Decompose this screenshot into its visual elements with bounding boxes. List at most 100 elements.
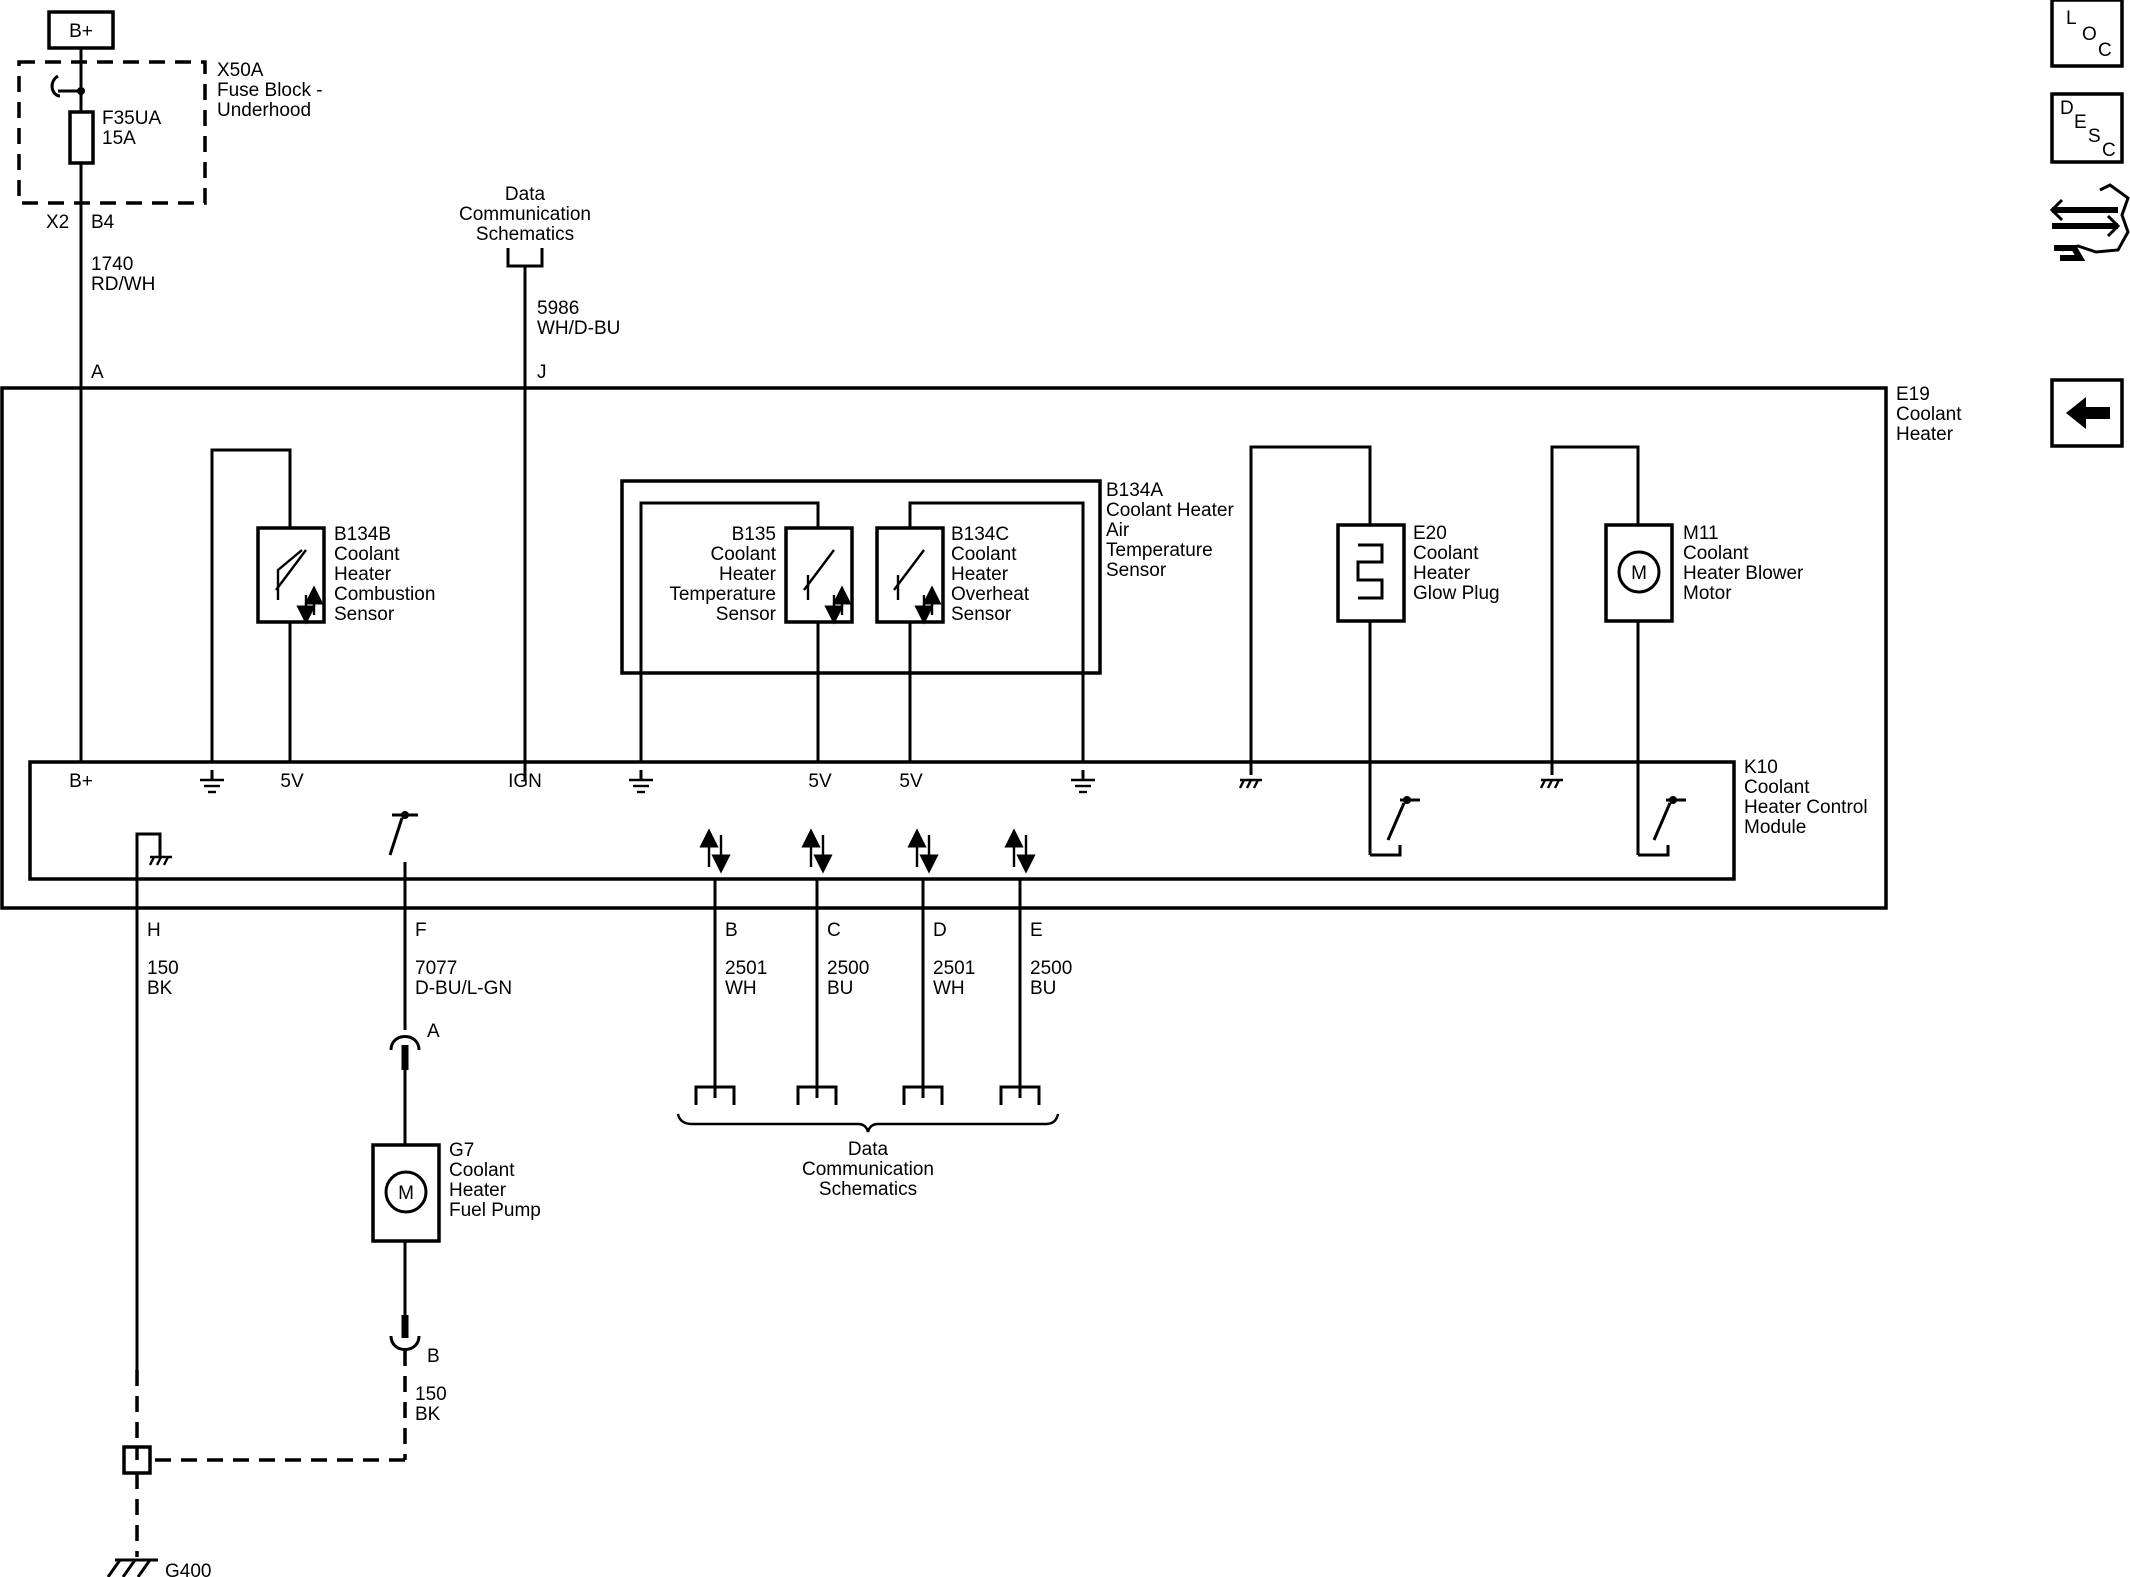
control-module-k10: K10 Coolant Heater Control Module B+ 5V … xyxy=(28,757,1868,908)
data-bus-arrows-icon xyxy=(699,828,1036,874)
ground-icon xyxy=(200,770,224,794)
svg-text:Motor: Motor xyxy=(1683,583,1732,604)
svg-text:Fuel Pump: Fuel Pump xyxy=(449,1200,541,1221)
overheat-sensor-b134c: B134C Coolant Heater Overheat Sensor xyxy=(875,501,1085,762)
svg-text:Sensor: Sensor xyxy=(951,604,1012,625)
blower-driver-switch-icon xyxy=(1638,796,1686,857)
data-communication-top: Data Communication Schematics xyxy=(459,184,591,780)
svg-text:Air: Air xyxy=(1106,520,1130,541)
pump-driver-switch-icon xyxy=(388,811,418,908)
chassis-ground-icon xyxy=(1539,778,1563,789)
svg-text:IGN: IGN xyxy=(508,771,542,792)
svg-text:M: M xyxy=(1631,563,1647,584)
pin-a-label: A xyxy=(91,362,104,383)
heater-line1: Coolant xyxy=(1896,404,1962,425)
desc-icon xyxy=(2050,92,2124,164)
svg-text:Coolant: Coolant xyxy=(711,544,777,565)
pin-j-label: J xyxy=(537,362,547,383)
temperature-sensor-b135: B135 Coolant Heater Temperature Sensor xyxy=(639,501,854,762)
loc-icon xyxy=(2050,0,2124,68)
back-button[interactable] xyxy=(2050,378,2124,448)
svg-text:150: 150 xyxy=(415,1384,447,1405)
fuse-block-name-2: Underhood xyxy=(217,100,311,121)
svg-text:2500: 2500 xyxy=(827,958,869,979)
fuse-block-name-1: Fuse Block - xyxy=(217,80,323,101)
ground-icon xyxy=(629,770,653,794)
svg-text:Heater: Heater xyxy=(1413,563,1471,584)
svg-text:B134C: B134C xyxy=(951,524,1009,545)
svg-text:BK: BK xyxy=(147,978,173,999)
pump-connector-a: A xyxy=(389,1021,440,1070)
svg-text:Coolant Heater: Coolant Heater xyxy=(1106,500,1234,521)
heater-ref: E19 xyxy=(1896,384,1930,405)
svg-text:E: E xyxy=(2074,112,2087,133)
combustion-sensor-b134b: B134B Coolant Heater Combustion Sensor xyxy=(210,448,435,762)
svg-text:O: O xyxy=(2082,24,2097,45)
glow-plug-icon xyxy=(1356,543,1384,600)
description-button[interactable]: D E S C xyxy=(2050,92,2124,164)
svg-text:B134B: B134B xyxy=(334,524,391,545)
chassis-ground-icon xyxy=(106,1558,158,1577)
heater-line2: Heater xyxy=(1896,424,1954,445)
svg-text:Sensor: Sensor xyxy=(1106,560,1167,581)
wire-1740-circuit: 1740 xyxy=(91,254,133,275)
svg-text:Temperature: Temperature xyxy=(669,584,776,605)
svg-text:C: C xyxy=(827,920,841,941)
svg-text:B134A: B134A xyxy=(1106,480,1163,501)
svg-text:5V: 5V xyxy=(899,771,923,792)
svg-text:M11: M11 xyxy=(1683,523,1719,544)
coolant-heater-e19 xyxy=(0,386,1888,910)
wire-1740-color: RD/WH xyxy=(91,274,155,295)
data-communication-bottom: Data Communication Schematics xyxy=(676,1085,1060,1200)
svg-text:F: F xyxy=(415,920,427,941)
battery-power-source: B+ xyxy=(47,10,115,50)
svg-text:Module: Module xyxy=(1744,817,1806,838)
svg-text:Temperature: Temperature xyxy=(1106,540,1213,561)
svg-text:D: D xyxy=(2060,98,2074,119)
svg-text:Coolant: Coolant xyxy=(1413,543,1479,564)
svg-text:Heater Blower: Heater Blower xyxy=(1683,563,1804,584)
fuse-pin: B4 xyxy=(91,212,115,233)
svg-text:Sensor: Sensor xyxy=(334,604,395,625)
svg-text:Data: Data xyxy=(848,1139,889,1160)
svg-text:WH: WH xyxy=(933,978,965,999)
location-button[interactable]: L O C xyxy=(2050,0,2124,68)
motor-icon xyxy=(1617,550,1661,594)
svg-text:D-BU/L-GN: D-BU/L-GN xyxy=(415,978,512,999)
glow-plug-e20: E20 Coolant Heater Glow Plug xyxy=(1249,445,1500,855)
fuse-ref: F35UA xyxy=(102,108,161,129)
chassis-ground-icon xyxy=(148,855,172,866)
fuse-bus-connector-icon xyxy=(50,74,61,98)
svg-text:Coolant: Coolant xyxy=(449,1160,515,1181)
svg-text:Communication: Communication xyxy=(459,204,591,225)
svg-text:Heater: Heater xyxy=(334,564,392,585)
svg-text:7077: 7077 xyxy=(415,958,457,979)
svg-text:M: M xyxy=(398,1183,414,1204)
power-label: B+ xyxy=(69,21,93,42)
ground-icon xyxy=(1071,770,1095,794)
connector-end-view-button[interactable] xyxy=(2049,183,2130,261)
ground-g400: G400 xyxy=(165,1561,211,1577)
glow-plug-driver-switch-icon xyxy=(1370,796,1420,857)
svg-text:G7: G7 xyxy=(449,1140,474,1161)
fuse-icon xyxy=(68,110,95,165)
svg-text:Glow Plug: Glow Plug xyxy=(1413,583,1500,604)
svg-text:B+: B+ xyxy=(69,771,93,792)
fuse-block-ref: X50A xyxy=(217,60,264,81)
chassis-ground-icon xyxy=(1238,778,1262,789)
svg-text:Combustion: Combustion xyxy=(334,584,435,605)
svg-text:Heater: Heater xyxy=(449,1180,507,1201)
svg-text:Overheat: Overheat xyxy=(951,584,1030,605)
svg-text:S: S xyxy=(2088,126,2101,147)
svg-text:L: L xyxy=(2066,8,2077,29)
svg-text:Coolant: Coolant xyxy=(334,544,400,565)
svg-text:2501: 2501 xyxy=(725,958,767,979)
back-arrow-icon xyxy=(2050,378,2124,448)
svg-text:B: B xyxy=(427,1346,440,1367)
wire-5986-color: WH/D-BU xyxy=(537,318,620,339)
svg-text:Heater: Heater xyxy=(719,564,777,585)
svg-text:E20: E20 xyxy=(1413,523,1447,544)
motor-icon xyxy=(384,1170,428,1214)
pump-connector-b: B xyxy=(389,1315,440,1367)
